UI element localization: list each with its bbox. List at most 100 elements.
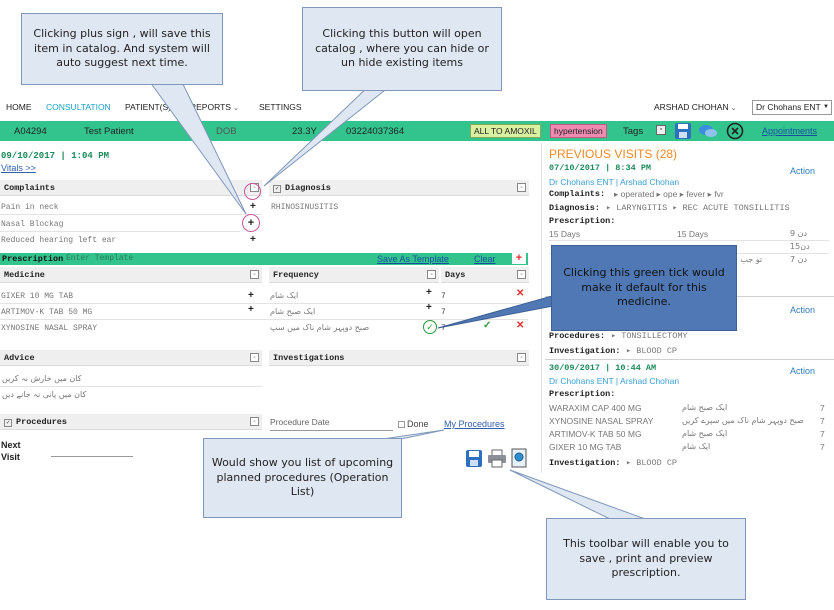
advice-header: Advice ▫ (0, 350, 262, 366)
my-procedures-link[interactable]: My Procedures (444, 419, 505, 429)
next-visit-input[interactable] (51, 456, 133, 457)
complaint-item[interactable]: Reduced hearing left ear (1, 236, 117, 245)
checkbox-icon[interactable]: ✓ (273, 185, 281, 193)
done-label: Done (407, 419, 429, 429)
prescription-bar: Prescription Enter Template Save As Temp… (0, 253, 528, 265)
frequency-item[interactable]: ایک شام (270, 291, 299, 300)
action-menu[interactable]: Action (790, 366, 816, 376)
action-menu[interactable]: Action (790, 166, 816, 176)
default-tick-icon[interactable]: ✓ (423, 320, 437, 334)
rx-cell: دن 9 (790, 229, 808, 238)
chat-icon[interactable] (698, 122, 718, 140)
catalog-icon[interactable]: ▫ (250, 353, 259, 362)
save-icon[interactable] (465, 449, 483, 468)
callout-tick: Clicking this green tick would make it d… (551, 245, 737, 331)
advice-item[interactable]: کان میں پانی نہ جانے دیں (2, 390, 87, 399)
action-menu[interactable]: Action (790, 305, 816, 315)
green-tick-icon[interactable]: ✓ (483, 320, 492, 331)
catalog-button-highlight[interactable] (244, 183, 261, 200)
callout-catalog: Clicking this button will open catalog ,… (302, 7, 502, 91)
nav-patients-label: PATIENT(S) (125, 102, 171, 112)
preview-icon[interactable] (510, 448, 528, 468)
refresh-close-icon[interactable] (726, 122, 744, 140)
condition-badge[interactable]: hypertension (550, 124, 607, 138)
plus-icon[interactable]: + (250, 234, 256, 245)
advice-item[interactable]: کان میں خارش نہ کریں (2, 374, 82, 383)
clinic-select[interactable]: Dr Chohans ENT▼ (752, 100, 832, 115)
next-visit-label-1: Next (1, 440, 21, 450)
previous-visit-doctor: Dr Chohans ENT | Arshad Chohan (549, 376, 680, 386)
plus-icon[interactable]: + (248, 304, 254, 315)
prescription-label: Prescription: (549, 389, 616, 399)
rx-frequency: صبح دوپہر شام ناک میں سپرے کریں (682, 416, 804, 425)
allergy-badge[interactable]: ALL TO AMOXIL (470, 124, 541, 138)
save-icon[interactable] (674, 122, 692, 140)
delete-icon[interactable]: ✕ (516, 320, 525, 331)
nav-settings[interactable]: SETTINGS (259, 102, 302, 112)
advice-title: Advice (4, 353, 35, 363)
catalog-icon[interactable]: ▫ (250, 417, 259, 426)
delete-icon[interactable]: ✕ (516, 304, 525, 315)
delete-icon[interactable]: ✕ (516, 288, 525, 299)
patient-id: A04294 (14, 126, 47, 137)
plus-icon[interactable]: + (426, 302, 432, 313)
catalog-icon[interactable]: ▫ (517, 353, 526, 362)
days-item[interactable]: 7 (441, 324, 446, 333)
nav-patients[interactable]: PATIENT(S)⌄ (125, 102, 179, 112)
medicine-item[interactable]: XYNOSINE NASAL SPRAY (1, 324, 98, 333)
catalog-icon[interactable]: ▫ (656, 125, 666, 135)
catalog-icon[interactable]: ▫ (517, 183, 526, 192)
rx-medicine: XYNOSINE NASAL SPRAY (549, 416, 654, 426)
plus-icon[interactable]: + (250, 201, 256, 212)
checkbox-icon[interactable]: ✓ (4, 419, 12, 427)
nav-reports[interactable]: REPORTS⌄ (190, 102, 239, 112)
procedures-title: Procedures (16, 417, 68, 427)
vitals-link[interactable]: Vitals >> (1, 163, 36, 173)
save-template-link[interactable]: Save As Template (377, 254, 449, 264)
nav-consultation[interactable]: CONSULTATION (46, 102, 111, 112)
rx-frequency: ایک صبح شام (682, 429, 728, 438)
frequency-header: Frequency ▫ (269, 267, 439, 283)
procedure-date-input[interactable]: Procedure Date (270, 415, 393, 431)
user-name: ARSHAD CHOHAN (654, 102, 729, 112)
procedures-header: ✓ Procedures ▫ (0, 414, 262, 430)
diagnosis-item[interactable]: RHINOSINUSITIS (271, 203, 339, 212)
nav-home[interactable]: HOME (6, 102, 32, 112)
plus-icon[interactable]: + (248, 290, 254, 301)
medicine-item[interactable]: ARTIMOV-K TAB 50 MG (1, 308, 93, 317)
procedures-label: Procedures: (549, 331, 606, 341)
rx-medicine: GIXER 10 MG TAB (549, 442, 622, 452)
frequency-item[interactable]: ایک صبح شام (270, 307, 316, 316)
add-row-icon[interactable]: + (512, 253, 526, 264)
divider (549, 240, 829, 241)
rx-days: 7 (820, 442, 825, 452)
complaint-item[interactable]: Pain in neck (1, 203, 59, 212)
medicine-item[interactable]: GIXER 10 MG TAB (1, 292, 74, 301)
template-input[interactable]: Enter Template (66, 254, 134, 263)
complaint-item[interactable]: Nasal Blockag (1, 220, 64, 229)
days-header: Days ▫ (441, 267, 529, 283)
previous-complaints: ▸ operated ▸ ope ▸ fever ▸ fvr (614, 189, 724, 199)
done-checkbox[interactable] (398, 421, 405, 428)
user-menu[interactable]: ARSHAD CHOHAN⌄ (654, 102, 737, 112)
callout-toolbar: This toolbar will enable you to save , p… (546, 518, 746, 600)
plus-icon[interactable]: + (426, 287, 432, 298)
visit-datetime: 09/10/2017 | 1:04 PM (1, 151, 110, 161)
complaints-header: Complaints ▫ (0, 180, 262, 196)
print-icon[interactable] (487, 449, 507, 468)
chevron-down-icon: ⌄ (232, 105, 239, 112)
rx-cell: دن 7 (790, 255, 808, 264)
days-item[interactable]: 7 (441, 292, 446, 301)
plus-icon[interactable]: + (242, 214, 260, 232)
next-visit-label-2: Visit (1, 452, 20, 462)
rx-days: 7 (820, 416, 825, 426)
clear-link[interactable]: Clear (474, 254, 496, 264)
days-item[interactable]: 7 (441, 308, 446, 317)
divider (0, 214, 262, 215)
catalog-icon[interactable]: ▫ (250, 270, 259, 279)
catalog-icon[interactable]: ▫ (427, 270, 436, 279)
previous-diagnosis: ▸ LARYNGITIS ▸ REC ACUTE TONSILLITIS (606, 203, 790, 213)
frequency-item[interactable]: صبح دوپہر شام ناک میں سپ (270, 323, 370, 332)
catalog-icon[interactable]: ▫ (517, 270, 526, 279)
appointments-link[interactable]: Appointments (762, 126, 818, 136)
